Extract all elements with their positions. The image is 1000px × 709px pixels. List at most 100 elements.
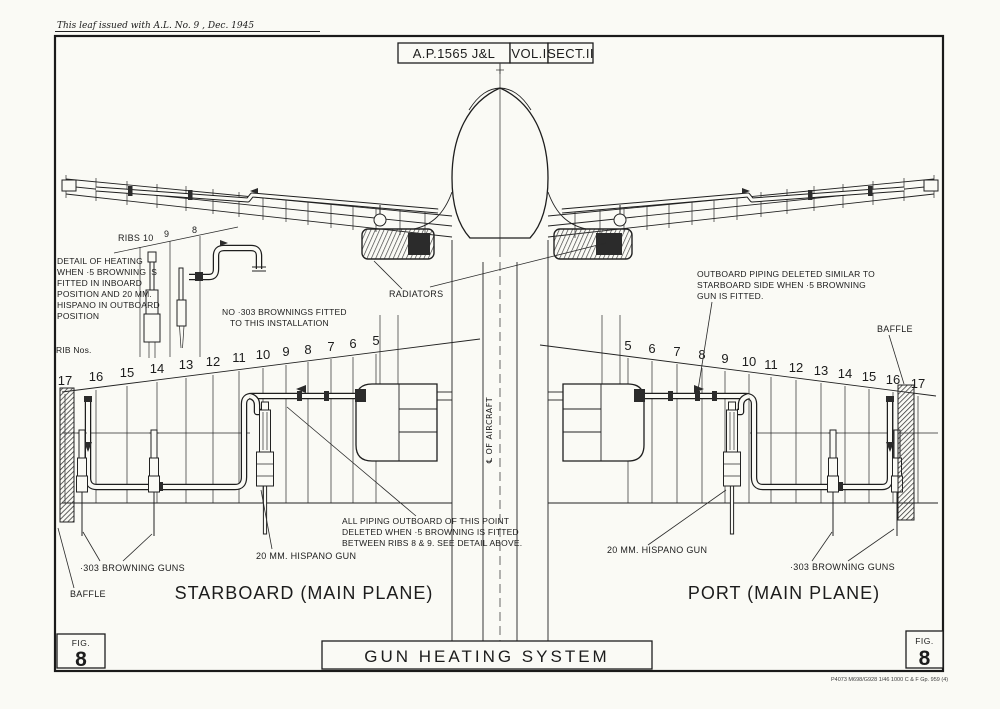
rib-number: 16 (89, 369, 103, 384)
browning-gun (148, 429, 160, 537)
rib-8-label: 8 (192, 225, 197, 235)
rib-number: 10 (742, 354, 756, 369)
svg-text:DETAIL OF HEATING: DETAIL OF HEATING (57, 256, 143, 266)
radiator-left-core (408, 233, 430, 255)
radiators-label: RADIATORS (389, 289, 443, 299)
rib-number: 7 (327, 339, 334, 354)
wing-fillet-left (413, 191, 453, 230)
header-title: A.P.1565 J&L VOL.I SECT.II (397, 42, 594, 74)
pipe-takeoff-right (613, 213, 627, 227)
rib-number: 11 (764, 357, 778, 372)
rib-number: 17 (911, 376, 925, 391)
rib-number: 10 (256, 347, 270, 362)
rib-number: 9 (721, 351, 728, 366)
baffle-label-upper: BAFFLE (877, 324, 913, 385)
fig-box-left: FIG. 8 (56, 633, 106, 671)
rib-number: 14 (838, 366, 852, 381)
rib-number: 9 (282, 344, 289, 359)
wing-fillet-right (547, 191, 587, 230)
rib-number: 15 (120, 365, 134, 380)
fig-box-right: FIG. 8 (905, 630, 944, 670)
detail-hispano-gun (176, 267, 187, 349)
baffle-starboard (59, 387, 75, 523)
issue-note: This leaf issued with A.L. No. 9 , Dec. … (57, 21, 254, 31)
detail-inset: RIBS 10 9 8 DETAIL OF HEATING WHEN ·5 BR… (57, 225, 347, 358)
rib-number: 6 (648, 341, 655, 356)
svg-text:STARBOARD SIDE WHEN ·5 BROWNIN: STARBOARD SIDE WHEN ·5 BROWNING (697, 280, 866, 290)
svg-text:POSITION: POSITION (57, 311, 99, 321)
svg-text:POSITION AND 20 MM.: POSITION AND 20 MM. (57, 289, 152, 299)
flow-arrow (84, 442, 92, 452)
svg-text:·303 BROWNING GUNS: ·303 BROWNING GUNS (80, 563, 185, 573)
wing-heating-pipe-starboard (96, 186, 438, 211)
rib-number: 12 (206, 354, 220, 369)
port-title: PORT (MAIN PLANE) (688, 583, 880, 603)
svg-text:BAFFLE: BAFFLE (877, 324, 913, 334)
baffle-label-lower: BAFFLE (57, 527, 106, 599)
svg-text:ALL PIPING OUTBOARD OF THIS PO: ALL PIPING OUTBOARD OF THIS POINT (342, 516, 509, 526)
radiator-right-core (596, 233, 622, 255)
volume-label: VOL.I (511, 46, 546, 61)
svg-text:NO ·303 BROWNINGS FITTED: NO ·303 BROWNINGS FITTED (222, 307, 347, 317)
starboard-title: STARBOARD (MAIN PLANE) (175, 583, 434, 603)
leading-edge (539, 344, 937, 397)
rib-number: 5 (372, 333, 379, 348)
print-code: P4073 M698/G928 1/46 1000 C & F Gp. 959 … (831, 677, 948, 683)
rib-number: 8 (304, 342, 311, 357)
svg-text:HISPANO IN OUTBOARD: HISPANO IN OUTBOARD (57, 300, 160, 310)
sheet-border (53, 34, 945, 673)
rib-number: 11 (232, 350, 246, 365)
port-plan (539, 315, 938, 537)
rib-number: 14 (150, 361, 164, 376)
aircraft-centerline: ℄ OF AIRCRAFT (451, 64, 549, 648)
rib-9-label: 9 (164, 229, 169, 239)
rib-number: 15 (862, 369, 876, 384)
fig-label: FIG. (72, 638, 91, 648)
svg-text:GUN IS FITTED.: GUN IS FITTED. (697, 291, 764, 301)
starboard-plan (59, 315, 481, 537)
rib-numbers-label: RIB Nos. (56, 345, 92, 355)
pipe-takeoff-left (373, 213, 387, 227)
svg-text:BETWEEN RIBS 8 & 9. SEE DETAIL: BETWEEN RIBS 8 & 9. SEE DETAIL ABOVE. (342, 538, 522, 548)
fig-label: FIG. (915, 636, 934, 646)
rib-number: 13 (814, 363, 828, 378)
hispano-label-starboard: 20 MM. HISPANO GUN (256, 489, 356, 561)
hispano-label-port: 20 MM. HISPANO GUN (607, 489, 727, 555)
flow-arrow (694, 385, 704, 393)
centerline-label: ℄ OF AIRCRAFT (485, 397, 494, 463)
no-brownings-note: NO ·303 BROWNINGS FITTED TO THIS INSTALL… (222, 307, 347, 328)
piping-deleted-note: ALL PIPING OUTBOARD OF THIS POINT DELETE… (286, 406, 522, 548)
flow-arrow (296, 385, 306, 393)
svg-text:20 MM. HISPANO GUN: 20 MM. HISPANO GUN (256, 551, 356, 561)
rib-number: 17 (58, 373, 72, 388)
heating-duct-port (562, 383, 645, 462)
drawing-title: GUN HEATING SYSTEM (364, 647, 609, 666)
flow-arrow (250, 188, 258, 194)
baffle-port (897, 384, 915, 521)
flow-arrow (742, 188, 750, 194)
port-rib-numbers: 5 6 7 8 9 10 11 12 13 14 15 16 17 (624, 338, 925, 391)
rib-number: 13 (179, 357, 193, 372)
svg-text:OUTBOARD PIPING DELETED SIMILA: OUTBOARD PIPING DELETED SIMILAR TO (697, 269, 875, 279)
rib-number: 12 (789, 360, 803, 375)
ribs-caption: RIBS 10 (118, 233, 154, 243)
svg-text:BAFFLE: BAFFLE (70, 589, 106, 599)
rib-number: 6 (349, 336, 356, 351)
rib-number: 5 (624, 338, 631, 353)
rib-number: 7 (673, 344, 680, 359)
leading-edge (61, 338, 481, 393)
ap-reference: A.P.1565 J&L (413, 46, 496, 61)
starboard-rib-numbers: 17 16 15 14 13 12 11 10 9 8 7 6 5 (58, 333, 380, 388)
drawing-title-box: GUN HEATING SYSTEM (321, 640, 653, 670)
svg-text:FITTED IN INBOARD: FITTED IN INBOARD (57, 278, 142, 288)
heating-duct-starboard (355, 383, 438, 462)
rib-number: 16 (886, 372, 900, 387)
svg-text:TO THIS INSTALLATION: TO THIS INSTALLATION (230, 318, 329, 328)
rib-number: 8 (698, 347, 705, 362)
detail-inset-note: DETAIL OF HEATING WHEN ·5 BROWNING IS FI… (57, 256, 160, 321)
svg-text:·303 BROWNING GUNS: ·303 BROWNING GUNS (790, 562, 895, 572)
flow-arrow (220, 240, 228, 246)
hispano-gun (256, 401, 274, 535)
